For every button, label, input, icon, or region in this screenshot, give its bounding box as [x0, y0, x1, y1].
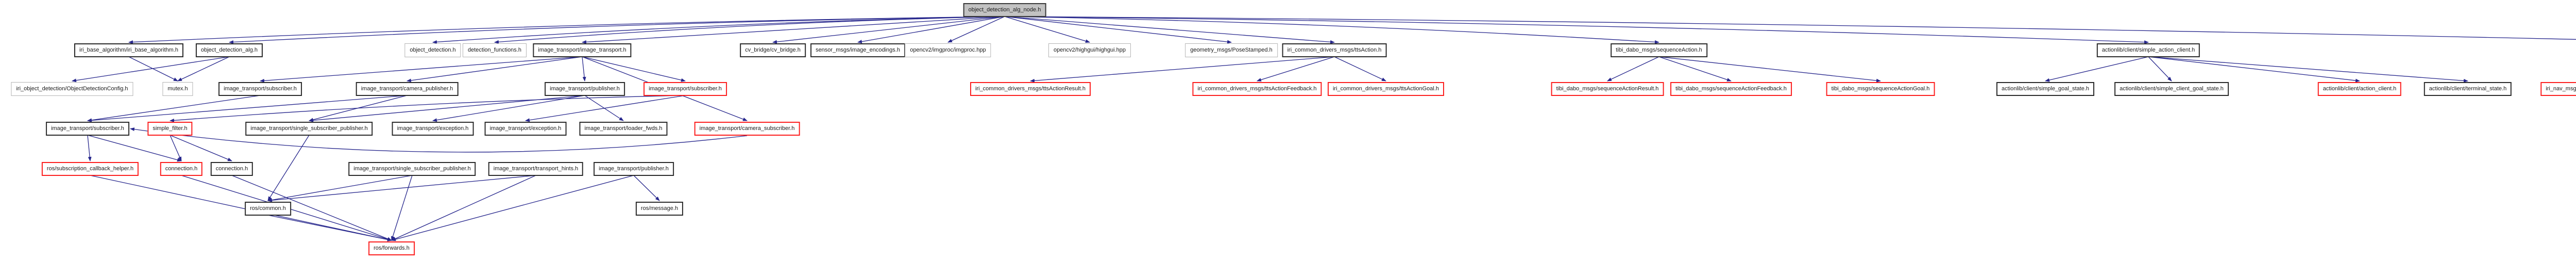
include-edge — [1004, 16, 1659, 44]
include-edge — [947, 16, 1005, 43]
include-edge — [87, 135, 92, 161]
include-edge — [525, 95, 686, 122]
include-edge — [1658, 56, 1732, 82]
include-edge — [582, 56, 586, 82]
graph-node[interactable]: object_detection_alg.h — [195, 43, 263, 57]
include-edge — [432, 95, 585, 122]
graph-node[interactable]: cv_bridge/cv_bridge.h — [740, 43, 806, 57]
include-edge — [1004, 16, 1335, 44]
include-edge — [1257, 56, 1335, 82]
graph-node[interactable]: image_transport/camera_publisher.h — [355, 82, 459, 96]
include-edge — [1004, 16, 1090, 43]
graph-node[interactable]: image_transport/loader_fwds.h — [579, 122, 668, 136]
include-edge — [1030, 56, 1335, 83]
graph-node[interactable]: iri_common_drivers_msgs/ttsActionGoal.h — [1327, 82, 1445, 96]
include-edge — [391, 175, 634, 241]
graph-node[interactable]: detection_functions.h — [463, 43, 527, 57]
graph-node[interactable]: object_detection.h — [404, 43, 461, 57]
graph-node[interactable]: iri_base_algorithm/iri_base_algorithm.h — [74, 43, 183, 57]
graph-node[interactable]: image_transport/single_subscriber_publis… — [245, 122, 373, 136]
graph-node[interactable]: iri_common_drivers_msgs/ttsAction.h — [1282, 43, 1387, 57]
graph-node[interactable]: geometry_msgs/PoseStamped.h — [1185, 43, 1278, 57]
include-edge — [170, 135, 232, 161]
include-edge — [391, 175, 413, 241]
graph-node[interactable]: iri_common_drivers_msgs/ttsActionFeedbac… — [1192, 82, 1322, 96]
include-edge — [1004, 16, 2149, 44]
include-edge — [772, 16, 1005, 44]
include-edge — [267, 175, 413, 202]
graph-node[interactable]: actionlib/client/simple_client_goal_stat… — [2114, 82, 2229, 96]
include-edge — [87, 135, 182, 162]
include-edge — [267, 175, 536, 202]
graph-node[interactable]: image_transport/single_subscriber_publis… — [348, 162, 476, 176]
include-edge — [229, 16, 1005, 44]
graph-node[interactable]: iri_object_detection/ObjectDetectionConf… — [11, 82, 133, 96]
graph-node[interactable]: tibi_dabo_msgs/sequenceActionGoal.h — [1826, 82, 1935, 96]
graph-node-root[interactable]: object_detection_alg_node.h — [963, 3, 1046, 17]
graph-node[interactable]: ros/message.h — [635, 202, 684, 216]
include-edge — [1004, 16, 1232, 44]
graph-node[interactable]: image_transport/exception.h — [484, 122, 567, 136]
include-edge — [494, 16, 1005, 44]
include-edge — [129, 127, 748, 153]
graph-node[interactable]: tibi_dabo_msgs/sequenceAction.h — [1611, 43, 1707, 57]
graph-node[interactable]: sensor_msgs/image_encodings.h — [810, 43, 905, 57]
include-edge — [2148, 56, 2172, 82]
include-edge — [2045, 56, 2149, 82]
graph-node[interactable]: actionlib/client/action_client.h — [2317, 82, 2402, 96]
graph-node[interactable]: image_transport/publisher.h — [545, 82, 625, 96]
graph-node[interactable]: image_transport/image_transport.h — [533, 43, 632, 57]
graph-node[interactable]: image_transport/exception.h — [392, 122, 474, 136]
graph-node[interactable]: actionlib/client/simple_goal_state.h — [1996, 82, 2094, 96]
graph-node[interactable]: ros/common.h — [245, 202, 291, 216]
include-edge — [582, 16, 1005, 44]
graph-node[interactable]: tibi_dabo_msgs/sequenceActionResult.h — [1551, 82, 1664, 96]
include-edge — [633, 175, 660, 201]
graph-node[interactable]: image_transport/publisher.h — [594, 162, 674, 176]
graph-node[interactable]: simple_filter.h — [147, 122, 193, 136]
graph-node[interactable]: image_transport/subscriber.h — [218, 82, 302, 96]
graph-node[interactable]: opencv2/imgproc/imgproc.hpp — [905, 43, 991, 57]
graph-node[interactable]: image_transport/camera_subscriber.h — [694, 122, 800, 136]
graph-node[interactable]: image_transport/subscriber.h — [643, 82, 727, 96]
include-edge — [170, 135, 182, 161]
include-edge — [391, 175, 536, 241]
graph-node[interactable]: iri_nav_msgs/followTargetActionResult.h — [2540, 82, 2576, 96]
graph-node[interactable]: connection.h — [160, 162, 203, 176]
graph-node[interactable]: mutex.h — [162, 82, 193, 96]
include-edge — [260, 56, 583, 83]
include-edge — [1334, 56, 1386, 82]
include-edge — [1658, 56, 1881, 83]
graph-node[interactable]: opencv2/highgui/highgui.hpp — [1048, 43, 1131, 57]
graph-node[interactable]: image_transport/transport_hints.h — [488, 162, 584, 176]
include-edge — [87, 95, 408, 122]
include-edge — [2148, 56, 2360, 83]
include-edge — [87, 95, 261, 122]
include-edge — [90, 175, 392, 241]
include-edge — [2148, 56, 2468, 83]
include-edge — [309, 95, 585, 122]
graph-node[interactable]: connection.h — [210, 162, 253, 176]
include-edge — [128, 56, 178, 82]
graph-node[interactable]: actionlib/client/simple_action_client.h — [2096, 43, 2200, 57]
include-edge — [267, 215, 392, 241]
graph-node[interactable]: ros/subscription_callback_helper.h — [41, 162, 139, 176]
graph-node[interactable]: ros/forwards.h — [368, 241, 415, 255]
graph-node[interactable]: iri_common_drivers_msgs/ttsActionResult.… — [970, 82, 1091, 96]
include-edge — [1004, 16, 2576, 40]
include-edge — [406, 56, 583, 83]
include-edge — [582, 56, 686, 82]
graph-node[interactable]: image_transport/subscriber.h — [46, 122, 129, 136]
graph-node[interactable]: tibi_dabo_msgs/sequenceActionFeedback.h — [1670, 82, 1792, 96]
graph-node[interactable]: actionlib/client/terminal_state.h — [2424, 82, 2512, 96]
include-edge — [177, 56, 230, 82]
include-edge — [72, 56, 230, 83]
include-edge — [170, 95, 686, 122]
include-edge — [1607, 56, 1659, 82]
include-edge — [231, 175, 392, 241]
include-edge — [857, 16, 1005, 44]
include-edge — [267, 135, 310, 201]
